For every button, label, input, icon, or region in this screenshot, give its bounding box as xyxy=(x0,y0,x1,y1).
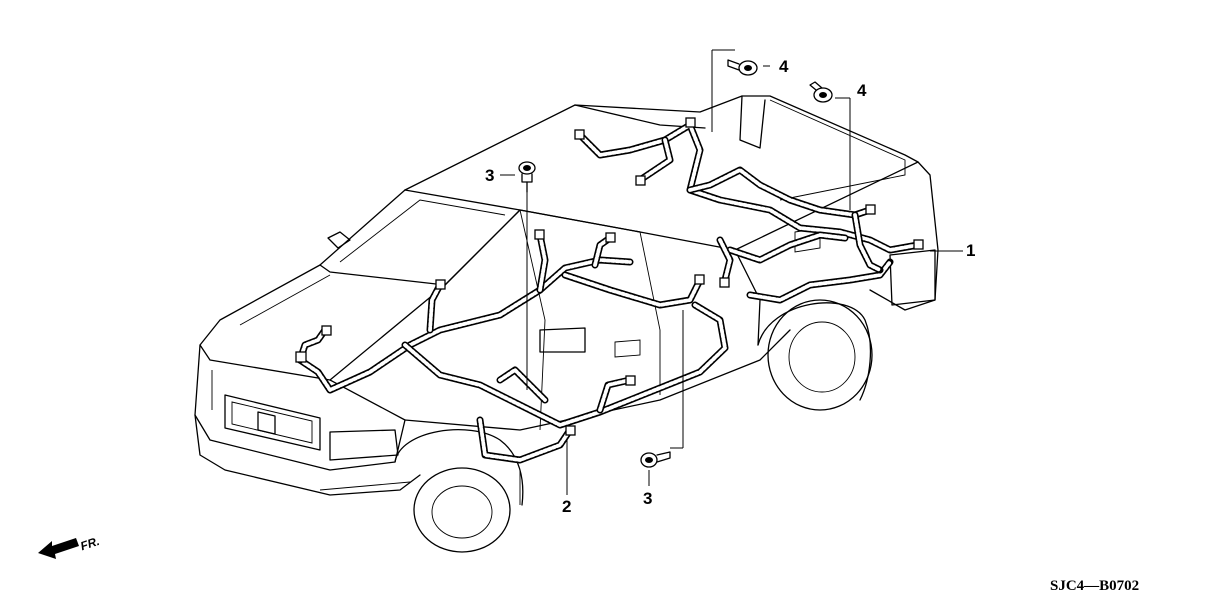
callout-part-3-lower: 3 xyxy=(643,489,652,508)
front-indicator-label: FR. xyxy=(79,534,102,553)
wire-harness-rear xyxy=(576,121,922,304)
bolt-3-upper xyxy=(518,161,536,193)
callout-part-2: 2 xyxy=(562,497,571,516)
front-arrow-icon xyxy=(38,538,79,559)
bolt-3-lower xyxy=(640,451,671,468)
wire-harness-main xyxy=(296,231,729,464)
bolt-4-left xyxy=(727,59,758,76)
bolt-4-right xyxy=(809,81,833,103)
front-direction-indicator: FR. xyxy=(38,534,101,559)
callout-part-3-upper: 3 xyxy=(485,166,494,185)
harness-connectors xyxy=(295,117,924,436)
leader-lines xyxy=(500,49,963,495)
callout-part-1: 1 xyxy=(966,241,975,260)
callout-part-4-right: 4 xyxy=(857,81,867,100)
callout-part-4-left: 4 xyxy=(779,57,789,76)
truck-body xyxy=(194,95,939,553)
diagram-code: SJC4—B0702 xyxy=(1050,578,1139,594)
